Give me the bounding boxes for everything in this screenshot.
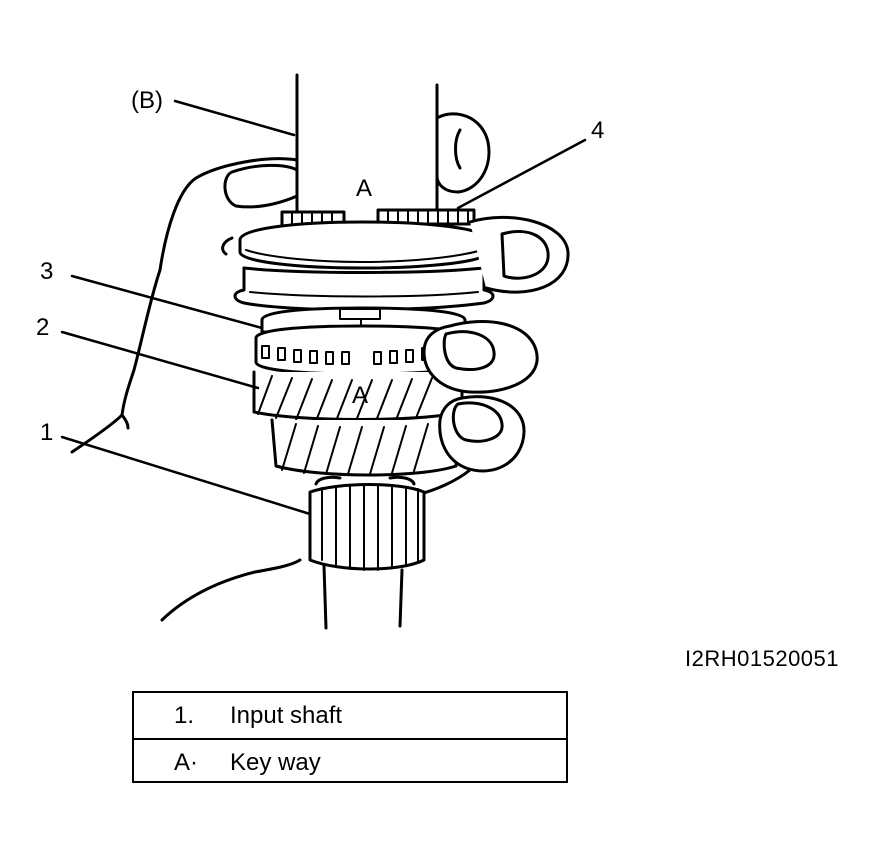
- hand-front-fingers: [418, 215, 570, 496]
- legend-text: Key way: [230, 749, 321, 776]
- leader-lines: [60, 99, 587, 516]
- keyway-mark-upper: A: [356, 175, 373, 202]
- input-shaft-spline: [308, 475, 426, 630]
- callout-4: 4: [591, 117, 605, 144]
- hand-outline: [70, 268, 302, 622]
- helical-gear-lower: [270, 418, 460, 477]
- leader-line-3: [70, 274, 264, 330]
- legend-row: A· Key way: [134, 738, 566, 785]
- synchronizer-sleeve: [233, 208, 495, 312]
- callout-1: 1: [40, 419, 54, 446]
- reference-code: I2RH01520051: [685, 646, 840, 671]
- keyway-mark-lower: A: [352, 382, 369, 409]
- legend-table: 1. Input shaft A· Key way: [132, 691, 568, 783]
- hand-back-fingers: [158, 112, 491, 272]
- legend-row: 1. Input shaft: [134, 693, 566, 738]
- shaft-upper: [295, 73, 439, 220]
- legend-text: Input shaft: [230, 702, 343, 729]
- leader-line-1: [60, 435, 312, 516]
- callout-2: 2: [36, 314, 50, 341]
- leader-line-b: [173, 99, 296, 137]
- legend-key: A·: [174, 749, 198, 776]
- leader-line-2: [60, 330, 260, 390]
- callout-3: 3: [40, 258, 54, 285]
- leader-line-4: [456, 138, 587, 210]
- legend-key: 1.: [174, 702, 195, 729]
- callout-b: (B): [131, 87, 163, 114]
